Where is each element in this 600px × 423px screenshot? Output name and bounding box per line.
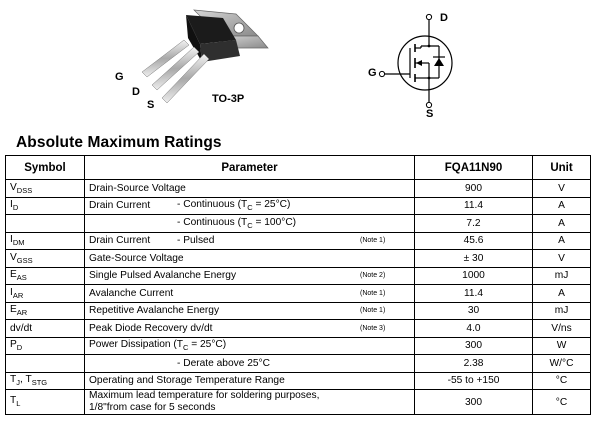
row-parameter: Maximum lead temperature for soldering p… — [84, 389, 415, 415]
table-row: - Continuous (TC = 100°C) 7.2 A — [5, 214, 591, 233]
table-row: dv/dt Peak Diode Recovery dv/dt(Note 3) … — [5, 319, 591, 338]
row-parameter: - Derate above 25°C — [84, 354, 415, 373]
row-unit: A — [532, 231, 591, 250]
row-parameter: Single Pulsed Avalanche Energy(Note 2) — [84, 266, 415, 285]
header-symbol: Symbol — [5, 155, 85, 180]
row-value: 300 — [414, 389, 533, 415]
mosfet-symbol — [360, 6, 470, 116]
section-title: Absolute Maximum Ratings — [16, 134, 222, 151]
row-parameter: Gate-Source Voltage — [84, 249, 415, 268]
row-value: 7.2 — [414, 214, 533, 233]
lead-label-d: D — [132, 86, 140, 98]
table-row: TJ, TSTG Operating and Storage Temperatu… — [5, 371, 591, 390]
note-ref: (Note 1) — [360, 307, 386, 315]
row-symbol: TL — [5, 389, 85, 415]
row-symbol: PD — [5, 336, 85, 355]
row-symbol: EAR — [5, 301, 85, 320]
table-row: ID Drain Current- Continuous (TC = 25°C)… — [5, 196, 591, 215]
table-row: EAR Repetitive Avalanche Energy(Note 1) … — [5, 301, 591, 320]
header-parameter: Parameter — [84, 155, 415, 180]
row-symbol: IAR — [5, 284, 85, 303]
row-symbol: ID — [5, 196, 85, 215]
note-ref: (Note 1) — [360, 237, 386, 245]
absolute-max-ratings-table: Symbol Parameter FQA11N90 Unit VDSS Drai… — [5, 155, 591, 415]
row-unit: A — [532, 214, 591, 233]
table-row: VGSS Gate-Source Voltage ± 30 V — [5, 249, 591, 268]
row-value: 4.0 — [414, 319, 533, 338]
note-ref: (Note 3) — [360, 324, 386, 332]
row-parameter: Avalanche Current(Note 1) — [84, 284, 415, 303]
symbol-drain-label: D — [440, 12, 448, 24]
to3p-package-image — [141, 9, 269, 104]
row-symbol: EAS — [5, 266, 85, 285]
row-symbol: TJ, TSTG — [5, 371, 85, 390]
row-unit: W/°C — [532, 354, 591, 373]
row-symbol: VGSS — [5, 249, 85, 268]
table-header-row: Symbol Parameter FQA11N90 Unit — [5, 155, 591, 180]
row-value: ± 30 — [414, 249, 533, 268]
row-value: 1000 — [414, 266, 533, 285]
row-symbol — [5, 354, 85, 373]
row-symbol: IDM — [5, 231, 85, 250]
row-unit: A — [532, 196, 591, 215]
row-value: -55 to +150 — [414, 371, 533, 390]
row-value: 45.6 — [414, 231, 533, 250]
note-ref: (Note 2) — [360, 272, 386, 280]
row-parameter: Power Dissipation (TC = 25°C) — [84, 336, 415, 355]
note-ref: (Note 1) — [360, 289, 386, 297]
row-unit: mJ — [532, 301, 591, 320]
row-unit: V — [532, 249, 591, 268]
n-channel-mosfet-icon — [378, 13, 453, 109]
row-parameter: Drain Current- Continuous (TC = 25°C) — [84, 196, 415, 215]
row-value: 900 — [414, 179, 533, 198]
package-illustration — [108, 0, 278, 110]
header-unit: Unit — [532, 155, 591, 180]
row-parameter: Peak Diode Recovery dv/dt(Note 3) — [84, 319, 415, 338]
table-row: TL Maximum lead temperature for solderin… — [5, 389, 591, 415]
row-parameter: Drain Current- Pulsed(Note 1) — [84, 231, 415, 250]
table-row: EAS Single Pulsed Avalanche Energy(Note … — [5, 266, 591, 285]
package-name-label: TO-3P — [212, 93, 245, 105]
row-parameter: Operating and Storage Temperature Range — [84, 371, 415, 390]
row-value: 2.38 — [414, 354, 533, 373]
row-value: 11.4 — [414, 284, 533, 303]
table-row: PD Power Dissipation (TC = 25°C) 300 W — [5, 336, 591, 355]
lead-label-s: S — [147, 99, 155, 111]
row-value: 11.4 — [414, 196, 533, 215]
lead-label-g: G — [115, 71, 124, 83]
row-unit: °C — [532, 371, 591, 390]
row-unit: °C — [532, 389, 591, 415]
row-unit: A — [532, 284, 591, 303]
table-row: IAR Avalanche Current(Note 1) 11.4 A — [5, 284, 591, 303]
symbol-gate-label: G — [368, 67, 377, 79]
table-row: - Derate above 25°C 2.38 W/°C — [5, 354, 591, 373]
row-value: 300 — [414, 336, 533, 355]
row-parameter: - Continuous (TC = 100°C) — [84, 214, 415, 233]
row-symbol — [5, 214, 85, 233]
symbol-source-label: S — [426, 108, 434, 120]
row-symbol: dv/dt — [5, 319, 85, 338]
row-parameter: Drain-Source Voltage — [84, 179, 415, 198]
row-unit: V — [532, 179, 591, 198]
row-unit: mJ — [532, 266, 591, 285]
row-parameter: Repetitive Avalanche Energy(Note 1) — [84, 301, 415, 320]
table-row: IDM Drain Current- Pulsed(Note 1) 45.6 A — [5, 231, 591, 250]
table-row: VDSS Drain-Source Voltage 900 V — [5, 179, 591, 198]
row-unit: V/ns — [532, 319, 591, 338]
row-unit: W — [532, 336, 591, 355]
row-symbol: VDSS — [5, 179, 85, 198]
row-value: 30 — [414, 301, 533, 320]
header-part-number: FQA11N90 — [414, 155, 533, 180]
